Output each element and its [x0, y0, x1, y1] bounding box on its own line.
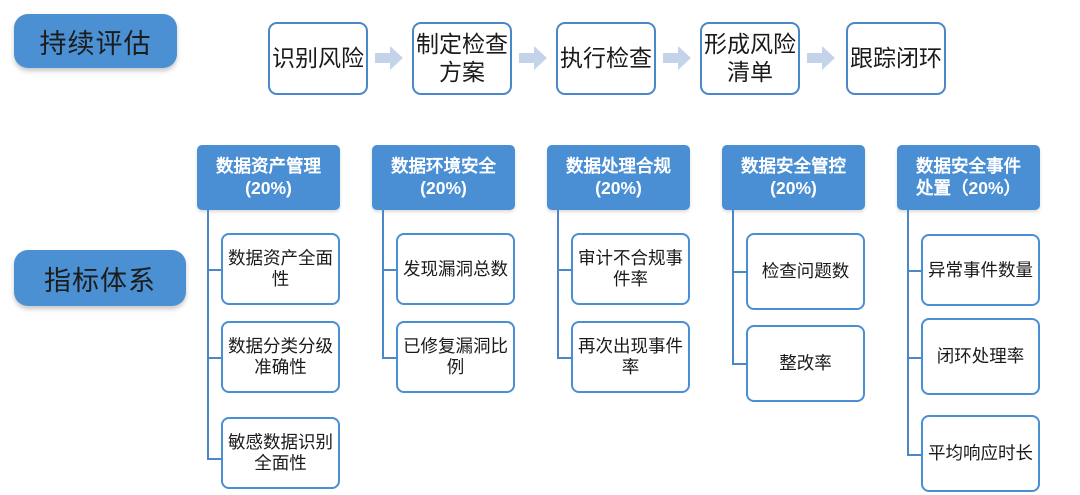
flow-step-1[interactable]: 识别风险	[268, 22, 368, 95]
indicator-group-header-3[interactable]: 数据处理合规 (20%)	[547, 145, 690, 210]
indicator-leaf[interactable]: 敏感数据识别全面性	[221, 417, 340, 489]
group-header-line1: 数据安全事件	[916, 156, 1021, 177]
indicator-group-header-1[interactable]: 数据资产管理 (20%)	[197, 145, 340, 210]
group-header-line1: 数据安全管控	[741, 156, 846, 177]
tree-trunk-3	[557, 210, 559, 359]
tree-trunk-2	[382, 210, 384, 359]
tree-stub	[382, 269, 396, 271]
group-header-line2: 处置（20%）	[915, 177, 1022, 198]
indicator-leaf[interactable]: 已修复漏洞比例	[396, 321, 515, 393]
tree-stub	[907, 357, 921, 359]
indicator-group-header-5[interactable]: 数据安全事件 处置（20%）	[897, 145, 1040, 210]
indicator-leaf[interactable]: 再次出现事件率	[571, 321, 690, 393]
right-arrow-icon	[375, 45, 403, 71]
tree-stub	[907, 454, 921, 456]
flow-step-5[interactable]: 跟踪闭环	[846, 22, 946, 95]
group-header-line1: 数据资产管理	[216, 156, 321, 177]
flow-step-2[interactable]: 制定检查方案	[412, 22, 512, 95]
right-arrow-icon	[807, 45, 835, 71]
indicator-leaf[interactable]: 闭环处理率	[921, 318, 1040, 395]
indicator-leaf[interactable]: 数据分类分级准确性	[221, 321, 340, 393]
indicator-leaf[interactable]: 平均响应时长	[921, 415, 1040, 492]
indicator-leaf[interactable]: 检查问题数	[746, 233, 865, 310]
tree-trunk-4	[732, 210, 734, 365]
indicator-leaf[interactable]: 整改率	[746, 325, 865, 402]
group-header-line2: (20%)	[420, 177, 467, 198]
group-header-line1: 数据处理合规	[566, 156, 671, 177]
tree-stub	[732, 271, 746, 273]
right-arrow-icon	[519, 45, 547, 71]
group-header-line1: 数据环境安全	[391, 156, 496, 177]
group-header-line2: (20%)	[595, 177, 642, 198]
indicator-leaf[interactable]: 审计不合规事件率	[571, 233, 690, 305]
group-header-line2: (20%)	[245, 177, 292, 198]
indicator-leaf[interactable]: 数据资产全面性	[221, 233, 340, 305]
tree-stub	[207, 357, 221, 359]
flow-step-3[interactable]: 执行检查	[556, 22, 656, 95]
tree-stub	[382, 357, 396, 359]
tree-stub	[207, 458, 221, 460]
tree-trunk-5	[907, 210, 909, 456]
section-label-indicators: 指标体系	[14, 250, 186, 306]
tree-stub	[207, 269, 221, 271]
tree-stub	[907, 270, 921, 272]
group-header-line2: (20%)	[770, 177, 817, 198]
indicator-group-header-4[interactable]: 数据安全管控 (20%)	[722, 145, 865, 210]
tree-trunk-1	[207, 210, 209, 460]
flow-step-4[interactable]: 形成风险清单	[700, 22, 800, 95]
indicator-leaf[interactable]: 异常事件数量	[921, 234, 1040, 306]
tree-stub	[557, 269, 571, 271]
indicator-group-header-2[interactable]: 数据环境安全 (20%)	[372, 145, 515, 210]
right-arrow-icon	[663, 45, 691, 71]
tree-stub	[557, 357, 571, 359]
tree-stub	[732, 363, 746, 365]
section-label-assessment: 持续评估	[14, 14, 177, 68]
indicator-leaf[interactable]: 发现漏洞总数	[396, 233, 515, 305]
